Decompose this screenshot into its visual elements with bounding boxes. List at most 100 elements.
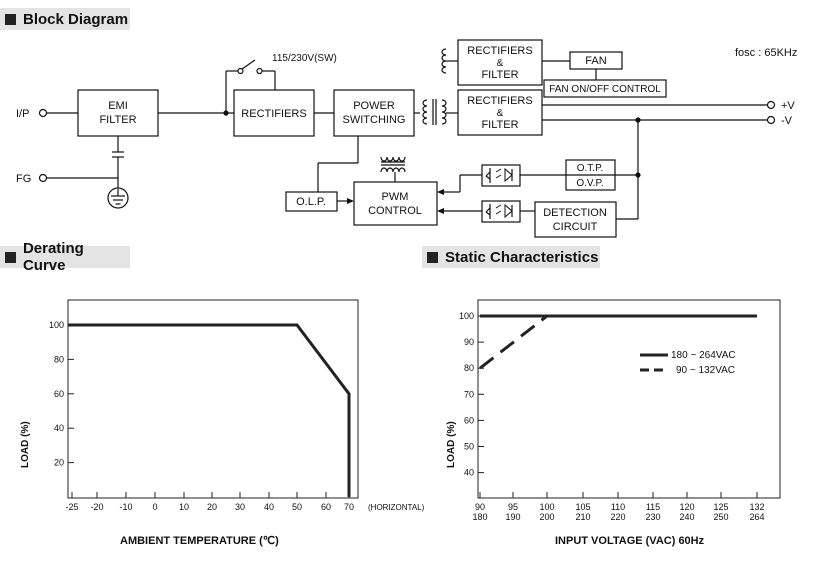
- pwm-transformer-icon: [380, 156, 406, 173]
- derating-y-tick-label: 40: [54, 423, 64, 433]
- pwm-label-2: CONTROL: [368, 205, 422, 217]
- static-x-tick-label-top: 132: [749, 502, 764, 512]
- power-switching-block: [333, 89, 415, 137]
- static-series-line-dashed: [479, 314, 757, 370]
- derating-x-axis-label: AMBIENT TEMPERATURE (℃): [120, 535, 279, 547]
- static-x-tick-label-bottom: 180: [472, 512, 487, 522]
- static-x-axis-label: INPUT VOLTAGE (VAC) 60Hz: [555, 535, 705, 547]
- heading-bullet-icon: [5, 251, 16, 263]
- static-x-tick-label-top: 120: [679, 502, 694, 512]
- static-plot-area: [477, 299, 781, 499]
- fg-terminal: [38, 173, 48, 183]
- static-y-tick-label: 40: [464, 468, 474, 478]
- derating-y-tick-label: 60: [54, 389, 64, 399]
- emi-filter-block: [77, 89, 159, 137]
- rectifiers-input-block: [233, 89, 315, 137]
- derating-x-tick-label: 40: [264, 502, 274, 512]
- derating-x-tick-label: 0: [152, 502, 157, 512]
- fan-control-block: [543, 79, 667, 98]
- rectifiers-filter-main-label-2: &: [497, 108, 504, 119]
- legend-solid-label: 180 ~ 264VAC: [671, 350, 736, 361]
- static-x-tick-label-top: 95: [508, 502, 518, 512]
- derating-curve-heading: Derating Curve: [0, 240, 130, 274]
- input-terminal: [38, 108, 48, 118]
- static-x-tick-label-top: 105: [575, 502, 590, 512]
- heading-bullet-icon: [5, 13, 16, 25]
- rectifiers-filter-main-label-3: FILTER: [481, 119, 518, 131]
- derating-x-tick-label: 50: [292, 502, 302, 512]
- static-y-tick-label: 100: [459, 311, 474, 321]
- derating-y-axis-label: LOAD (%): [20, 421, 31, 468]
- block-diagram-title: Block Diagram: [23, 10, 129, 28]
- static-characteristics-heading: Static Characteristics: [422, 246, 600, 268]
- emi-filter-label-2: FILTER: [99, 114, 136, 126]
- ovp-label: O.V.P.: [576, 178, 603, 189]
- static-x-tick-label-bottom: 200: [539, 512, 554, 522]
- static-x-tick-label-bottom: 190: [505, 512, 520, 522]
- transformer-secondary-icon: [441, 99, 447, 125]
- static-x-tick-label-bottom: 210: [575, 512, 590, 522]
- output-positive-terminal: [766, 100, 776, 110]
- derating-x-tick-label: -10: [119, 502, 132, 512]
- output-negative-terminal: [766, 115, 776, 125]
- static-characteristics-title: Static Characteristics: [445, 248, 599, 266]
- rectifiers-filter-main-label-1: RECTIFIERS: [467, 95, 532, 107]
- static-x-tick-label-top: 90: [475, 502, 485, 512]
- switch-label: 115/230V(SW): [272, 53, 337, 64]
- block-diagram: fosc : 65KHz I/P FG EMI FILTER 115/230V(…: [16, 39, 797, 238]
- detection-label-1: DETECTION: [543, 207, 607, 219]
- earth-ground-icon: [107, 187, 129, 209]
- static-x-tick-label-top: 125: [713, 502, 728, 512]
- heading-bullet-icon: [427, 251, 438, 263]
- static-x-tick-label-bottom: 220: [610, 512, 625, 522]
- static-x-tick-label-bottom: 264: [749, 512, 764, 522]
- transformer-primary-icon: [422, 99, 428, 125]
- static-y-tick-label: 60: [464, 415, 474, 425]
- fg-label: FG: [16, 173, 31, 185]
- fan-control-label: FAN ON/OFF CONTROL: [549, 84, 661, 95]
- fan-label: FAN: [585, 55, 606, 67]
- switch-lever-icon: [241, 59, 256, 70]
- switch-contact-icon: [237, 67, 244, 75]
- derating-x-tick-label: 30: [235, 502, 245, 512]
- static-x-tick-label-bottom: 230: [645, 512, 660, 522]
- derating-plot-area: [67, 299, 359, 499]
- derating-x-tick-label: -25: [65, 502, 78, 512]
- rectifiers-filter-aux-label-3: FILTER: [481, 69, 518, 81]
- derating-x-tick-label: 20: [207, 502, 217, 512]
- static-x-tick-label-bottom: 250: [713, 512, 728, 522]
- output-positive-label: +V: [781, 100, 795, 112]
- power-switching-label-1: POWER: [353, 100, 395, 112]
- output-negative-label: -V: [781, 115, 793, 127]
- rectifiers-filter-main-block: [457, 89, 543, 136]
- derating-series-line: [68, 323, 351, 497]
- derating-x-tick-label: 10: [179, 502, 189, 512]
- derating-y-tick-label: 20: [54, 458, 64, 468]
- rectifiers-filter-aux-label-1: RECTIFIERS: [467, 45, 532, 57]
- static-y-axis-label: LOAD (%): [446, 421, 457, 468]
- detection-circuit-block: [534, 201, 617, 238]
- derating-x-tick-label: 60: [321, 502, 331, 512]
- rectifiers-filter-aux-block: [457, 39, 543, 86]
- derating-x-tick-label: 70: [344, 502, 354, 512]
- static-x-tick-label-top: 100: [539, 502, 554, 512]
- input-label: I/P: [16, 108, 29, 120]
- olp-label: O.L.P.: [296, 196, 326, 208]
- rectifiers-input-label: RECTIFIERS: [241, 108, 306, 120]
- legend-dashed-label: 90 ~ 132VAC: [676, 365, 735, 376]
- static-x-tick-label-bottom: 240: [679, 512, 694, 522]
- rectifiers-filter-aux-label-2: &: [497, 58, 504, 69]
- otp-label: O.T.P.: [577, 163, 604, 174]
- derating-x-axis-suffix: (HORIZONTAL): [368, 503, 425, 512]
- derating-curve-title: Derating Curve: [22, 240, 84, 274]
- block-diagram-heading: Block Diagram: [0, 8, 130, 30]
- pwm-control-block: [353, 181, 438, 226]
- fosc-label: fosc : 65KHz: [735, 47, 797, 59]
- derating-y-tick-label: 80: [54, 354, 64, 364]
- detection-label-2: CIRCUIT: [553, 221, 598, 233]
- power-switching-label-2: SWITCHING: [343, 114, 406, 126]
- static-x-tick-label-top: 110: [611, 502, 625, 512]
- static-x-tick-label-top: 115: [646, 502, 660, 512]
